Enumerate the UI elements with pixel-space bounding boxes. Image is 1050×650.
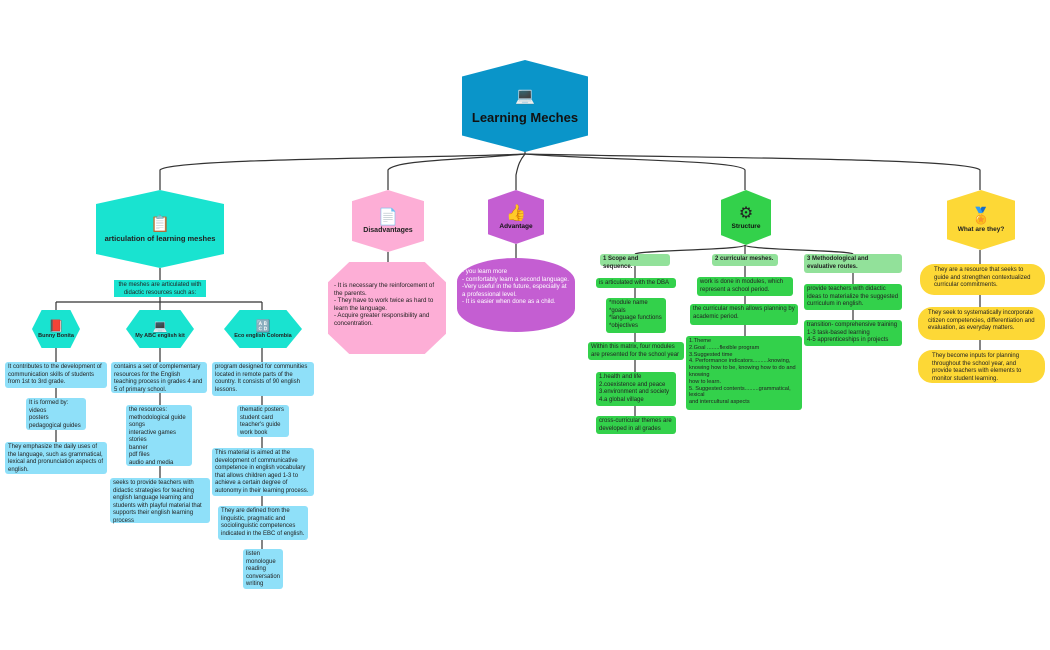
structure-col1-item-3: Within this matrix, four modules are pre… [588,342,684,360]
laptop-icon: 💻 [515,87,535,105]
disadvantages-text: - It is necessary the reinforcement of t… [328,262,446,354]
what-title: What are they? [957,225,1005,233]
eco-note-1: program designed for communities located… [212,362,314,396]
abc-note-2: the resources: methodological guide song… [126,405,192,466]
checklist-icon: 📋 [150,215,170,233]
structure-col3-item-1: provide teachers with didactic ideas to … [804,284,902,310]
advantage-title: Advantage [499,222,533,230]
structure-col1-item-1: is articulated with the DBA [596,278,676,288]
structure-col1-header: 1 Scope and sequence. [600,254,670,270]
structure-col2-item-2: the curricular mesh allows planning by a… [690,304,798,325]
abc-node[interactable]: 💻 My ABC english kit [126,310,194,348]
bunny-title: Bunny Bonita [38,333,74,339]
thumbs-up-icon: 👍 [506,204,526,222]
eco-title: Eco english Colombia [234,333,292,339]
abc-note-1: contains a set of complementary resource… [111,362,207,393]
gears-icon: ⚙ [738,205,754,222]
structure-col1-item-4: 1.health and life 2.coexistence and peac… [596,372,676,406]
root-title: Learning Meches [471,109,579,125]
structure-col3-item-2: transition- comprehensive training 1-3 t… [804,320,902,346]
advantage-text: - you learn more - comfortably learn a s… [457,258,575,332]
abc-note-3: seeks to provide teachers with didactic … [110,478,210,524]
book-icon: 📕 [48,319,64,333]
eco-note-3: This material is aimed at the developmen… [212,448,314,496]
what-item-1: They are a resource that seeks to guide … [920,264,1045,295]
laptop-small-icon: 💻 [152,319,168,333]
what-item-2: They seek to systematically incorporate … [918,307,1045,340]
articulation-node[interactable]: 📋 articulation of learning meshes [96,190,224,268]
structure-col3-header: 3 Methodological and evaluative routes. [804,254,902,273]
bunny-note-1: It contributes to the development of com… [5,362,107,388]
bunny-note-3: They emphasize the daily uses of the lan… [5,442,107,474]
disadvantages-title: Disadvantages [363,226,413,234]
document-search-icon: 📄 [378,208,398,226]
eco-note-2: thematic posters student card teacher's … [237,405,289,437]
abc-blocks-icon: 🔠 [255,319,271,333]
structure-col2-item-1: work is done in modules, which represent… [697,277,793,296]
advantage-node[interactable]: 👍 Advantage [488,190,544,244]
award-icon: 🏅 [971,207,991,225]
eco-note-5: listen monologue reading conversation wr… [243,549,283,589]
structure-col1-item-5: cross-curricular themes are developed in… [596,416,676,434]
structure-node[interactable]: ⚙ Structure [721,190,771,245]
eco-node[interactable]: 🔠 Eco english Colombia [224,310,302,348]
bunny-node[interactable]: 📕 Bunny Bonita [32,310,80,348]
articulation-title: articulation of learning meshes [104,233,216,243]
structure-col2-item-3: 1.Theme 2.Goal ........flexible program … [686,336,802,410]
structure-title: Structure [731,223,761,230]
articulation-intro: the meshes are articulated with didactic… [114,280,206,297]
structure-col1-item-2: *module name *goals *language functions … [606,298,666,333]
what-item-3: They become inputs for planning througho… [918,350,1045,383]
eco-note-4: They are defined from the linguistic, pr… [218,506,308,540]
disadvantages-node[interactable]: 📄 Disadvantages [352,190,424,252]
root-node[interactable]: 💻 Learning Meches [462,60,588,152]
bunny-note-2: It is formed by: videos posters pedagogi… [26,398,86,430]
structure-col2-header: 2 curricular meshes. [712,254,778,266]
what-node[interactable]: 🏅 What are they? [947,190,1015,250]
abc-title: My ABC english kit [135,333,185,339]
